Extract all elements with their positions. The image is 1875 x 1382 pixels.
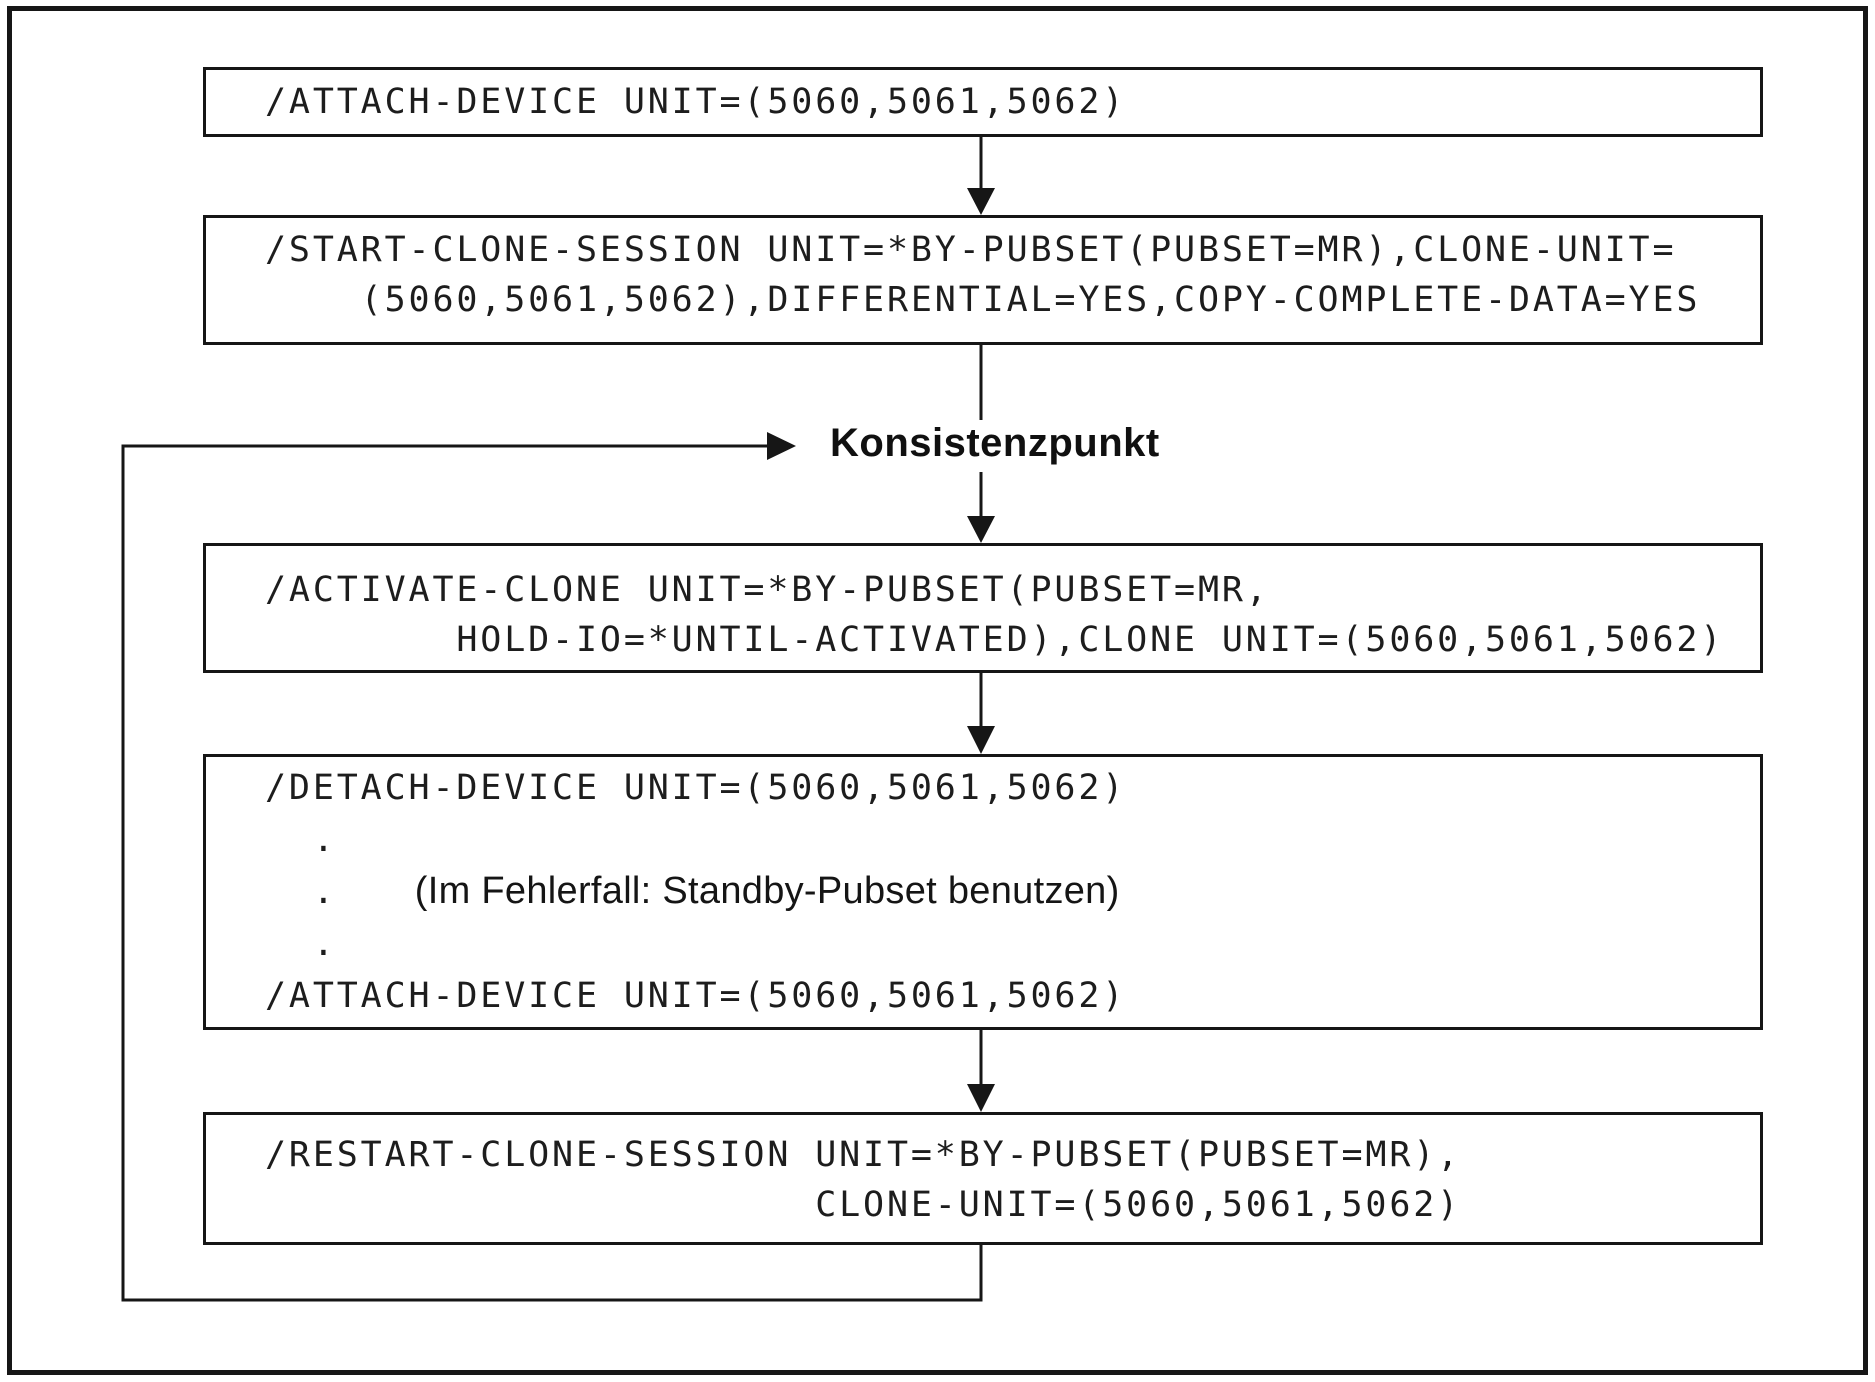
activate-clone-command-line1: /ACTIVATE-CLONE UNIT=*BY-PUBSET(PUBSET=M… [265, 570, 1270, 610]
attach-device-command: /ATTACH-DEVICE UNIT=(5060,5061,5062) [265, 82, 1127, 122]
error-case-note: (Im Fehlerfall: Standby-Pubset benutzen) [414, 870, 1120, 912]
detach-device-command: /DETACH-DEVICE UNIT=(5060,5061,5062) [265, 768, 1127, 808]
ellipsis-dot-3: . [265, 924, 337, 964]
ellipsis-dot-1: . [265, 820, 337, 860]
activate-clone-box: /ACTIVATE-CLONE UNIT=*BY-PUBSET(PUBSET=M… [203, 543, 1763, 673]
restart-clone-command-line2: CLONE-UNIT=(5060,5061,5062) [265, 1185, 1462, 1225]
attach-device-command-2: /ATTACH-DEVICE UNIT=(5060,5061,5062) [265, 976, 1127, 1016]
loop-restart-to-konsistenzpunkt-head [767, 432, 796, 460]
start-clone-session-box: /START-CLONE-SESSION UNIT=*BY-PUBSET(PUB… [203, 215, 1763, 345]
activate-clone-command-line2: HOLD-IO=*UNTIL-ACTIVATED),CLONE UNIT=(50… [265, 620, 1725, 660]
arrow-attach1-to-start-head [967, 188, 995, 215]
arrow-activate-to-detach-head [967, 726, 995, 754]
konsistenzpunkt-label: Konsistenzpunkt [830, 421, 1160, 465]
arrow-konsistenzpunkt-to-activate-head [967, 516, 995, 543]
restart-clone-command-line1: /RESTART-CLONE-SESSION UNIT=*BY-PUBSET(P… [265, 1135, 1462, 1175]
attach-device-box: /ATTACH-DEVICE UNIT=(5060,5061,5062) [203, 67, 1763, 137]
ellipsis-dot-2-with-note: . (Im Fehlerfall: Standby-Pubset benutzen… [206, 866, 1760, 918]
loop-restart-to-konsistenzpunkt-line [121, 444, 983, 1302]
diagram-outer-border [7, 6, 1868, 1375]
arrow-detach-to-restart-head [967, 1084, 995, 1112]
start-clone-command-line1: /START-CLONE-SESSION UNIT=*BY-PUBSET(PUB… [265, 230, 1677, 270]
detach-attach-box: /DETACH-DEVICE UNIT=(5060,5061,5062) . .… [203, 754, 1763, 1030]
ellipsis-dot-2: . [265, 872, 337, 912]
restart-clone-session-box: /RESTART-CLONE-SESSION UNIT=*BY-PUBSET(P… [203, 1112, 1763, 1245]
start-clone-command-line2: (5060,5061,5062),DIFFERENTIAL=YES,COPY-C… [265, 280, 1701, 320]
